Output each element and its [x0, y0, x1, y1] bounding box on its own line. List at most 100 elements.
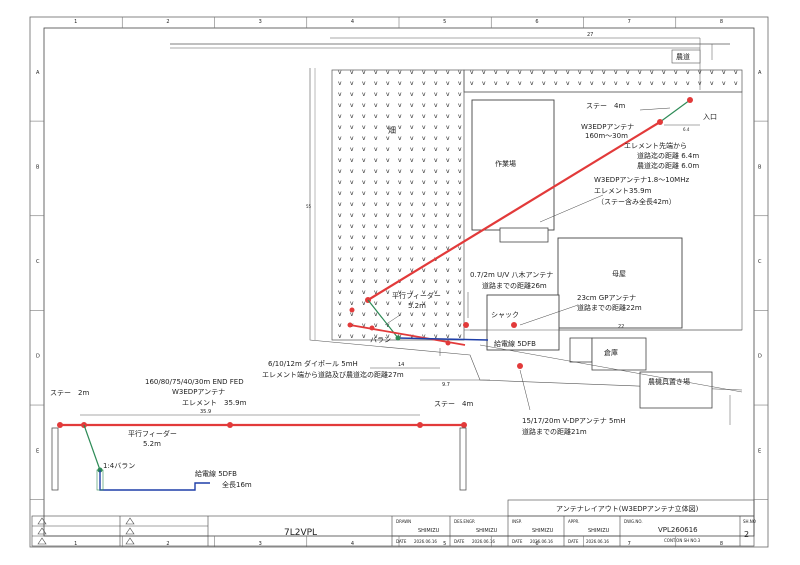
road-strip: [463, 69, 743, 93]
column-label-3-top: 3: [259, 19, 262, 25]
gp-label-1: 23cm GPアンテナ: [577, 294, 636, 302]
balun-box: [96, 469, 104, 491]
sh-no: 2: [744, 530, 749, 539]
field-label: 畑: [388, 126, 396, 135]
appr-label: APPR.: [568, 519, 579, 524]
dipole-dot-right: [445, 340, 451, 346]
column-label-1-bottom: 1: [74, 541, 77, 547]
row-label-C-right: C: [758, 259, 762, 265]
vdp-label-1: 15/17/20m V-DPアンテナ 5mH: [522, 417, 625, 425]
row-label-A-left: A: [36, 70, 40, 76]
element-tip-dot: [657, 119, 663, 125]
row-label-E-right: E: [758, 448, 761, 454]
gp-label-2: 道路までの距離22m: [577, 303, 642, 312]
drawn-label: DRAWN: [396, 519, 411, 524]
shack-label: シャック: [491, 311, 519, 319]
dipole-label-1: 6/10/12m ダイポール 5mH: [268, 359, 358, 368]
dipole-element: [349, 324, 466, 346]
callsign: 7L2VPL: [284, 528, 317, 538]
road-label: 農道: [676, 52, 690, 61]
column-label-6-bottom: 6: [535, 541, 538, 547]
vdp-label-2: 道路までの距離21m: [522, 427, 587, 436]
row-label-D-left: D: [36, 354, 40, 360]
drawn-date-label: DATE: [396, 539, 407, 544]
elev-stay-right: ステー 4m: [434, 400, 473, 408]
insp-date: 2026.06.16: [530, 539, 553, 544]
w3edp-stay-plan: [659, 99, 691, 123]
balun-dot: [395, 335, 401, 341]
coax-plan: [397, 337, 489, 341]
elev-feeder-1: 平行フィーダー: [128, 429, 177, 438]
column-label-3-bottom: 3: [259, 541, 262, 547]
entrance-label: 入口: [703, 113, 717, 121]
property-boundary: [309, 68, 743, 391]
balun-label-plan: バラン: [370, 336, 391, 344]
cont-on: CONT.ON SH NO.3: [664, 538, 701, 543]
feeder-label-1: 平行フィーダー: [392, 291, 441, 300]
coax-label-plan: 給電線 5DFB: [494, 339, 536, 348]
dim-14: 14: [398, 362, 404, 368]
row-label-B-left: B: [36, 164, 40, 170]
elevation-coax: [99, 470, 210, 491]
yagi-label-1: 0.7/2m U/V 八木アンテナ: [470, 270, 553, 279]
appr-date-label: DATE: [568, 539, 579, 544]
dim-97: 9.7: [442, 382, 450, 388]
stay-anchor-dot: [687, 97, 693, 103]
insp-label: INSP.: [512, 519, 522, 524]
column-label-8-bottom: 8: [720, 541, 723, 547]
elev-coax-len: 全長16m: [222, 480, 252, 489]
drawing-title: アンテナレイアウト(W3EDPアンテナ立体図): [556, 504, 699, 513]
feeder-label-2: 5.2m: [408, 302, 426, 310]
column-label-5-bottom: 5: [443, 541, 446, 547]
row-ticks: [30, 120, 768, 500]
column-label-2-top: 2: [166, 19, 169, 25]
road-diagonal: [479, 344, 743, 393]
title-block: [31, 499, 755, 547]
field-area: [331, 69, 465, 341]
equipment-label: 農機具置き場: [648, 377, 690, 386]
stay-4m-plan: ステー 4m: [586, 102, 625, 110]
w3-antenna-label: W3EDPアンテナ: [581, 123, 634, 131]
workshop-annex: [499, 227, 549, 243]
small-building: [569, 337, 593, 363]
elev-antenna: W3EDPアンテナ: [172, 388, 225, 396]
w3-band-label: 160m～30m: [585, 132, 628, 140]
column-label-5-top: 5: [443, 19, 446, 25]
dim-22: 22: [618, 324, 624, 330]
w3-spec-2: エレメント35.9m: [594, 187, 652, 195]
workshop-building: [471, 99, 555, 231]
house-label: 母屋: [612, 270, 626, 278]
elev-coax: 給電線 5DFB: [195, 469, 237, 478]
des-name: SHIMIZU: [476, 528, 498, 534]
shack-building: [486, 294, 560, 351]
elevation-feeder: [83, 424, 101, 471]
w3-spec-1: W3EDPアンテナ1.8～10MHz: [594, 176, 689, 184]
dim-64: 6.4: [683, 127, 690, 132]
row-label-B-right: B: [758, 164, 762, 170]
column-label-4-top: 4: [351, 19, 354, 25]
dim-55: 55: [306, 204, 312, 209]
w3edp-element-plan: [367, 121, 661, 301]
des-label: DES.ENGR: [454, 519, 475, 524]
column-label-4-bottom: 4: [351, 541, 354, 547]
column-label-2-bottom: 2: [166, 541, 169, 547]
main-house: [557, 237, 683, 329]
mast-left: [51, 427, 59, 491]
drawn-date: 2026.06.16: [414, 539, 437, 544]
column-label-6-top: 6: [535, 19, 538, 25]
row-label-A-right: A: [758, 70, 762, 76]
appr-name: SHIMIZU: [588, 528, 610, 534]
row-label-E-left: E: [36, 448, 39, 454]
elev-dot-left: [57, 422, 63, 428]
insp-name: SHIMIZU: [532, 528, 554, 534]
elev-bands: 160/80/75/40/30m END FED: [145, 378, 244, 386]
element-tip-2: 道路迄の距離 6.4m: [637, 151, 699, 160]
equipment-shed: [639, 371, 713, 409]
dim-359: 35.9: [200, 409, 211, 415]
column-label-7-bottom: 7: [628, 541, 631, 547]
row-label-D-right: D: [758, 354, 762, 360]
elev-feeder-2: 5.2m: [143, 440, 161, 448]
mast-right: [459, 427, 467, 491]
gp-dot: [511, 322, 517, 328]
